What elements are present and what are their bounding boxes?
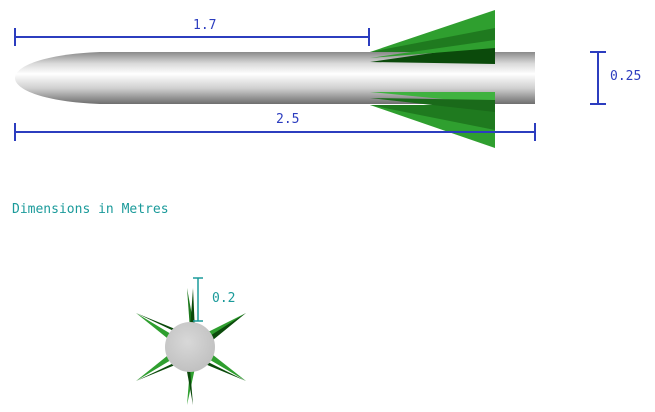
caption-dimensions: Dimensions in Metres — [12, 202, 169, 217]
rocket-body — [15, 52, 535, 104]
dimension-0-25: 0.25 — [590, 51, 641, 105]
dimension-0-2: 0.2 — [193, 277, 235, 322]
fin-root-lower-dark — [370, 98, 495, 112]
dimension-label-2-5: 2.5 — [276, 112, 299, 127]
dimension-label-0-2: 0.2 — [212, 291, 235, 306]
dimension-label-1-7: 1.7 — [193, 18, 216, 33]
fin-root-upper-light — [370, 40, 495, 58]
fin-lower-shade — [370, 105, 495, 130]
dimension-2-5: 2.5 — [14, 112, 536, 141]
dimension-label-0-25: 0.25 — [610, 69, 641, 84]
rear-body-circle — [165, 322, 215, 372]
rocket-side-view — [15, 10, 535, 148]
dimension-1-7: 1.7 — [14, 18, 370, 46]
